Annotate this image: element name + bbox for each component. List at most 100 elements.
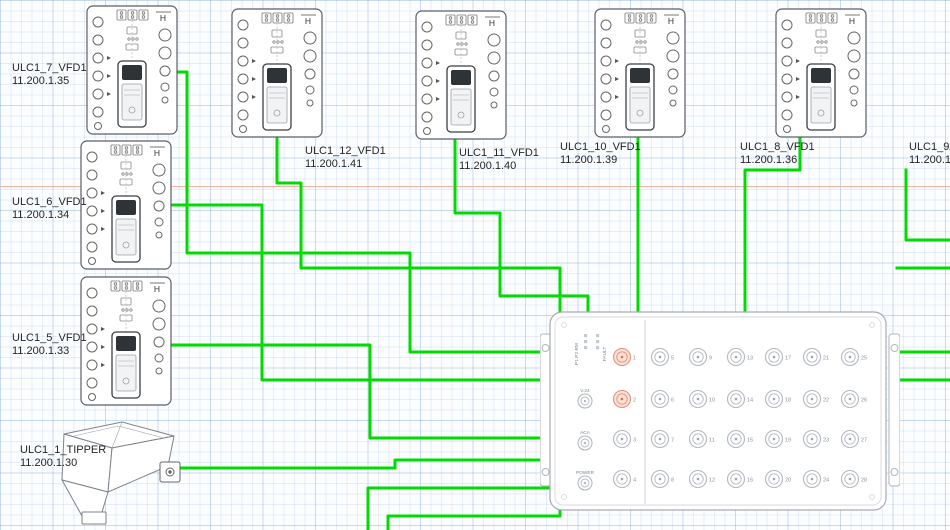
switch-port-28[interactable]: 28 <box>840 469 868 489</box>
device-ip: 11.200.1. <box>909 154 950 166</box>
svg-text:27: 27 <box>861 438 867 444</box>
svg-text:12: 12 <box>709 478 715 484</box>
svg-text:28: 28 <box>861 478 867 484</box>
vfd-device-ulc1-5[interactable] <box>80 276 172 411</box>
svg-text:8: 8 <box>671 478 674 484</box>
switch-port-8[interactable]: 8 <box>650 469 675 489</box>
led-label-fault: FAULT <box>602 347 608 362</box>
device-label-vfd5: ULC1_5_VFD1 11.200.1.33 <box>12 332 87 358</box>
switch-mount-ear-right <box>888 333 900 487</box>
wire-vfd9a[interactable] <box>904 168 950 242</box>
wire-vfd5-to-switch[interactable] <box>170 343 550 440</box>
device-ip: 11.200.1.39 <box>560 154 618 166</box>
switch-port-power[interactable]: POWER <box>576 470 595 491</box>
device-label-vfd6: ULC1_6_VFD1 11.200.1.34 <box>12 196 87 222</box>
svg-text:10: 10 <box>709 398 715 404</box>
svg-text:14: 14 <box>747 398 753 404</box>
vfd-drawing-icon <box>415 10 507 140</box>
switch-port-9[interactable]: 9 <box>688 347 713 367</box>
svg-text:2: 2 <box>633 398 636 404</box>
switch-port-5[interactable]: 5 <box>650 347 675 367</box>
svg-text:V.24: V.24 <box>580 388 590 394</box>
switch-port-13[interactable]: 13 <box>726 347 754 367</box>
wire-vfd12-to-switch[interactable] <box>275 136 562 314</box>
switch-port-v24[interactable]: V.24 <box>577 388 593 409</box>
device-label-vfd10: ULC1_10_VFD1 11.200.1.39 <box>560 141 641 167</box>
vfd-drawing-icon <box>775 8 867 138</box>
device-label-vfd7: ULC1_7_VFD1 11.200.1.35 <box>12 62 87 88</box>
vfd-drawing-icon <box>86 5 178 135</box>
vfd-device-ulc1-7[interactable] <box>86 5 178 140</box>
device-name: ULC1_12_VFD1 <box>305 145 386 157</box>
switch-port-aca[interactable]: ACA <box>577 430 593 451</box>
switch-port-20[interactable]: 20 <box>764 469 792 489</box>
device-name: ULC1_1_TIPPER <box>20 444 107 456</box>
device-ip: 11.200.1.35 <box>12 75 70 87</box>
switch-led-block: P1 P2 RM FAULT <box>574 334 608 365</box>
svg-text:20: 20 <box>785 478 791 484</box>
switch-port-21[interactable]: 21 <box>802 347 830 367</box>
vfd-device-ulc1-10[interactable] <box>594 8 686 143</box>
switch-body <box>549 311 887 511</box>
device-ip: 11.200.1.41 <box>305 158 363 170</box>
switch-port-26[interactable]: 26 <box>840 389 868 409</box>
svg-text:5: 5 <box>671 356 674 362</box>
switch-port-27[interactable]: 27 <box>840 429 868 449</box>
switch-port-23[interactable]: 23 <box>802 429 830 449</box>
svg-text:7: 7 <box>671 438 674 444</box>
switch-port-6[interactable]: 6 <box>650 389 675 409</box>
device-ip: 11.200.1.33 <box>12 345 70 357</box>
vfd-device-ulc1-8[interactable] <box>775 8 867 143</box>
switch-port-17[interactable]: 17 <box>764 347 792 367</box>
vfd-device-ulc1-11[interactable] <box>415 10 507 145</box>
wire-tipper-to-switch[interactable] <box>178 458 550 470</box>
vfd-device-ulc1-6[interactable] <box>80 140 172 275</box>
svg-text:22: 22 <box>823 398 829 404</box>
device-name: ULC1_11_VFD1 <box>459 147 539 159</box>
switch-port-15[interactable]: 15 <box>726 429 754 449</box>
svg-text:1: 1 <box>633 356 636 362</box>
device-ip: 11.200.1.36 <box>740 154 798 166</box>
svg-text:15: 15 <box>747 438 753 444</box>
svg-text:25: 25 <box>861 356 867 362</box>
switch-port-16[interactable]: 16 <box>726 469 754 489</box>
svg-text:9: 9 <box>709 356 712 362</box>
svg-text:11: 11 <box>709 438 715 444</box>
wire-vfd7-to-switch[interactable] <box>176 70 550 354</box>
switch-mount-ear-left <box>540 333 552 487</box>
switch-port-4[interactable]: 4 <box>612 469 637 489</box>
vfd-drawing-icon <box>80 140 172 270</box>
network-switch[interactable]: P1 P2 RM FAULT V.24 ACA POWER 1 2 3 4 5 … <box>540 308 900 513</box>
svg-text:17: 17 <box>785 356 791 362</box>
svg-text:3: 3 <box>633 438 636 444</box>
switch-port-19[interactable]: 19 <box>764 429 792 449</box>
switch-port-11[interactable]: 11 <box>688 429 715 449</box>
switch-port-22[interactable]: 22 <box>802 389 830 409</box>
switch-port-2[interactable]: 2 <box>612 389 637 409</box>
vfd-device-ulc1-12[interactable] <box>231 8 323 143</box>
switch-port-12[interactable]: 12 <box>688 469 716 489</box>
tipper-connector-box <box>159 461 181 483</box>
wire-bottom-1[interactable] <box>386 508 562 530</box>
svg-text:4: 4 <box>633 478 636 484</box>
switch-port-14[interactable]: 14 <box>726 389 754 409</box>
wire-vfd8-to-switch[interactable] <box>743 136 802 314</box>
svg-text:23: 23 <box>823 438 829 444</box>
switch-port-3[interactable]: 3 <box>612 429 637 449</box>
wire-bottom-2[interactable] <box>366 486 550 530</box>
svg-text:13: 13 <box>747 356 753 362</box>
wire-vfd6-to-switch[interactable] <box>170 203 550 382</box>
switch-port-7[interactable]: 7 <box>650 429 675 449</box>
device-label-vfd9a: ULC1_9A 11.200.1. <box>909 141 950 167</box>
switch-port-10[interactable]: 10 <box>688 389 716 409</box>
wire-vfd11-to-switch[interactable] <box>453 138 590 314</box>
switch-port-1[interactable]: 1 <box>612 347 637 367</box>
vfd-drawing-icon <box>594 8 686 138</box>
tipper-device-drawing[interactable] <box>48 414 188 530</box>
switch-port-18[interactable]: 18 <box>764 389 792 409</box>
switch-port-24[interactable]: 24 <box>802 469 830 489</box>
device-name: ULC1_6_VFD1 <box>12 196 87 208</box>
switch-port-25[interactable]: 25 <box>840 347 868 367</box>
